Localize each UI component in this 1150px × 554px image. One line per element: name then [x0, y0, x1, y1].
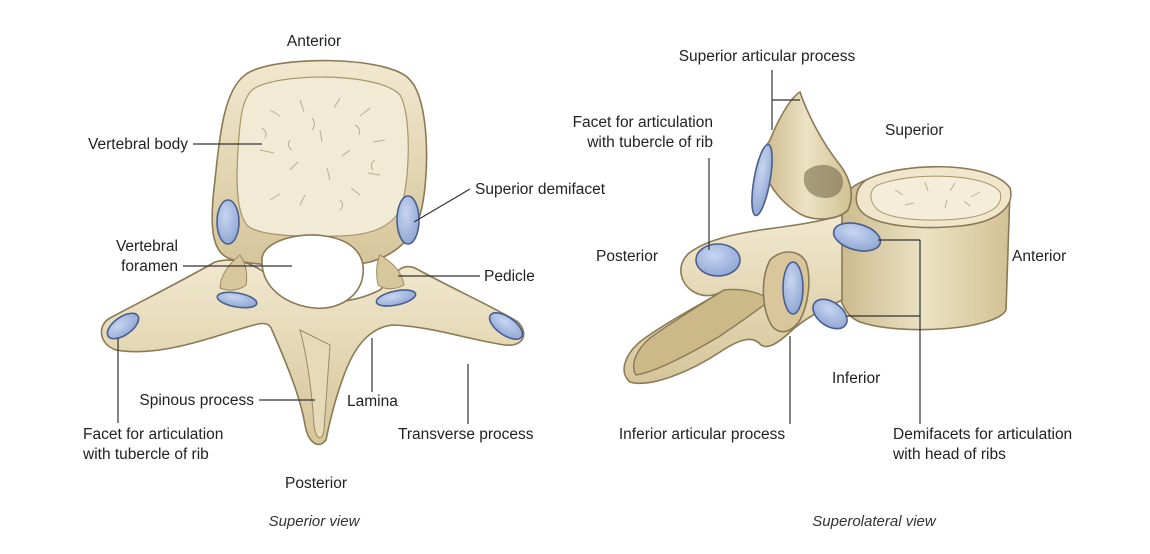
- label-inferior: Inferior: [832, 370, 880, 387]
- lateral-facet-tubercle: [751, 143, 773, 217]
- superolateral-view-labels: Superior articular process Facet for art…: [573, 48, 1073, 530]
- leader-superior-demifacet: [413, 188, 471, 223]
- label-lamina: Lamina: [347, 393, 398, 410]
- label-lateral-facet-tubercle-1: Facet for articulation: [573, 114, 713, 131]
- transverse-costal-facet-right: [488, 312, 524, 340]
- label-pedicle: Pedicle: [484, 268, 535, 285]
- pedicle-left-shape: [219, 254, 248, 291]
- label-vertebral-foramen-2: foramen: [121, 258, 178, 275]
- label-posterior-left: Posterior: [596, 248, 658, 265]
- label-posterior-bottom: Posterior: [285, 475, 347, 492]
- cancellous-bone: [236, 76, 409, 237]
- spinous-process-shape: [299, 329, 331, 439]
- label-facet-tubercle-left-2: with tubercle of rib: [82, 446, 209, 463]
- trabecular-texture: [259, 97, 386, 211]
- lateral-trabecular-texture: [894, 181, 981, 209]
- superior-view-labels: Anterior Vertebral body Superior demifac…: [82, 33, 606, 530]
- transverse-costal-facet-left: [106, 312, 140, 340]
- label-inferior-articular-process: Inferior articular process: [619, 426, 786, 443]
- label-vertebral-body: Vertebral body: [88, 136, 188, 153]
- pedicle-shape: [376, 254, 405, 290]
- label-anterior-top: Anterior: [287, 33, 341, 50]
- label-vertebral-foramen-1: Vertebral: [116, 238, 178, 255]
- label-spinous-process: Spinous process: [139, 392, 254, 409]
- label-demifacets-1: Demifacets for articulation: [893, 426, 1072, 443]
- caption-superolateral-view: Superolateral view: [812, 513, 937, 530]
- vertebral-foramen-shape: [261, 234, 364, 310]
- lateral-body-cancellous: [870, 175, 1002, 221]
- lateral-superior-articular-process: [761, 90, 852, 220]
- superior-demifacet-right: [396, 195, 420, 245]
- lateral-transverse-costal-facet: [695, 243, 741, 277]
- label-transverse-process: Transverse process: [398, 426, 534, 443]
- superior-articular-facet-left: [216, 291, 258, 309]
- lateral-inferior-demifacet: [812, 298, 848, 330]
- label-superior-demifacet: Superior demifacet: [475, 181, 606, 198]
- label-superior: Superior: [885, 122, 944, 139]
- superior-view-illustration: [100, 59, 525, 446]
- label-lateral-facet-tubercle-2: with tubercle of rib: [586, 134, 713, 151]
- lateral-superior-demifacet: [832, 222, 882, 252]
- superior-articular-facet-right: [375, 289, 417, 307]
- superolateral-view-illustration: [623, 90, 1012, 384]
- label-superior-articular-process: Superior articular process: [679, 48, 856, 65]
- superior-demifacet-left: [216, 199, 240, 245]
- lateral-superior-articular-shadow: [803, 164, 844, 198]
- caption-superior-view: Superior view: [269, 513, 361, 530]
- lateral-inferior-articular-facet: [782, 261, 804, 315]
- label-demifacets-2: with head of ribs: [892, 446, 1006, 463]
- label-facet-tubercle-left-1: Facet for articulation: [83, 426, 223, 443]
- label-anterior-right: Anterior: [1012, 248, 1066, 265]
